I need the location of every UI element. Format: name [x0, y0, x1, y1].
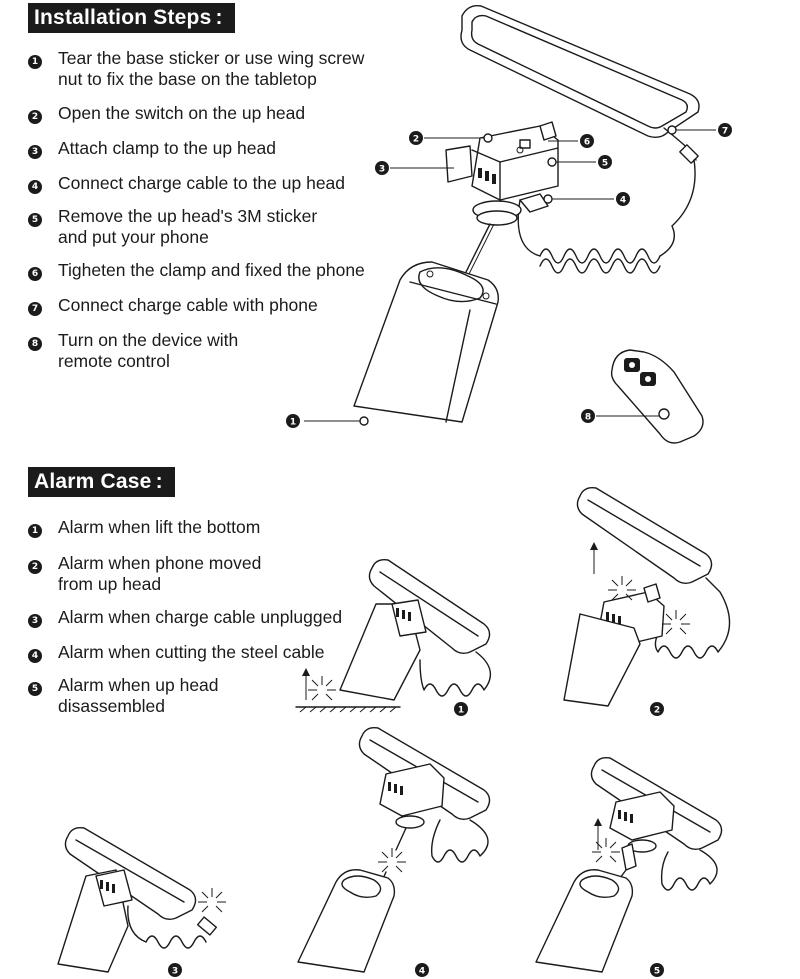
- alarm-title-colon: :: [155, 470, 163, 493]
- phone-drawing: [460, 5, 700, 139]
- step-number: 1: [28, 55, 42, 69]
- alarm-figure-label-1: 1: [458, 706, 464, 716]
- callout-4: 4: [620, 196, 626, 206]
- alarm-figure-label-4: 4: [419, 967, 425, 977]
- step-text: Attach clamp to the up head: [58, 138, 276, 158]
- installation-title-colon: :: [215, 6, 223, 29]
- step-number: 3: [28, 145, 42, 159]
- case-number: 2: [28, 560, 42, 574]
- step-number: 7: [28, 302, 42, 316]
- alarm-figure-label-5: 5: [654, 967, 660, 977]
- base-box-drawing: [353, 261, 499, 423]
- installation-callouts: 1 2 3 4 5 6: [286, 123, 732, 428]
- callout-3: 3: [379, 165, 385, 175]
- callout-5: 5: [602, 159, 608, 169]
- case-number: 1: [28, 524, 42, 538]
- alarm-title-text: Alarm Case: [34, 470, 152, 493]
- case-number: 5: [28, 682, 42, 696]
- installation-title: Installation Steps:: [28, 3, 235, 33]
- alarm-figure-label-2: 2: [654, 706, 660, 716]
- case-text: Alarm when charge cable unplugged: [58, 607, 343, 627]
- case-number: 4: [28, 649, 42, 663]
- alarm-figure-4: 4: [297, 726, 491, 977]
- step-number: 2: [28, 110, 42, 124]
- case-number: 3: [28, 614, 42, 628]
- step-number: 4: [28, 180, 42, 194]
- alarm-figure-5: 5: [535, 756, 723, 977]
- step-number: 5: [28, 213, 42, 227]
- step-text: Tigheten the clamp and fixed the phone: [58, 260, 365, 280]
- step-text: Open the switch on the up head: [58, 103, 306, 123]
- step-text: Connect charge cable to the up head: [58, 173, 346, 193]
- step-text: Connect charge cable with phone: [58, 295, 318, 315]
- installation-diagram: 1 2 3 4 5 6: [286, 5, 732, 444]
- callout-7: 7: [722, 127, 728, 137]
- step-text: Remove the up head's 3M sticker and put …: [58, 206, 318, 247]
- callout-8: 8: [585, 413, 591, 423]
- case-text: Alarm when cutting the steel cable: [58, 642, 325, 662]
- case-text: Alarm when up head disassembled: [58, 675, 219, 716]
- step-text: Tear the base sticker or use wing screw …: [58, 48, 365, 89]
- alarm-figure-1: 1: [295, 558, 492, 716]
- remote-control-icon: [610, 349, 704, 444]
- coiled-cable-icon: [517, 159, 696, 274]
- up-head-drawing: [445, 121, 559, 226]
- alarm-figure-2: 2: [563, 486, 731, 716]
- callout-1: 1: [290, 418, 296, 428]
- alarm-figure-label-3: 3: [172, 967, 178, 977]
- installation-title-text: Installation Steps: [34, 6, 212, 29]
- step-number: 8: [28, 337, 42, 351]
- alarm-title: Alarm Case:: [28, 467, 175, 497]
- plug-icon: [679, 144, 699, 164]
- case-text: Alarm when phone moved from up head: [58, 553, 262, 594]
- step-number: 6: [28, 267, 42, 281]
- alarm-figure-3: 3: [57, 826, 227, 977]
- step-text: Turn on the device with remote control: [58, 330, 239, 371]
- callout-2: 2: [413, 135, 419, 145]
- case-text: Alarm when lift the bottom: [58, 517, 261, 537]
- callout-6: 6: [584, 138, 590, 148]
